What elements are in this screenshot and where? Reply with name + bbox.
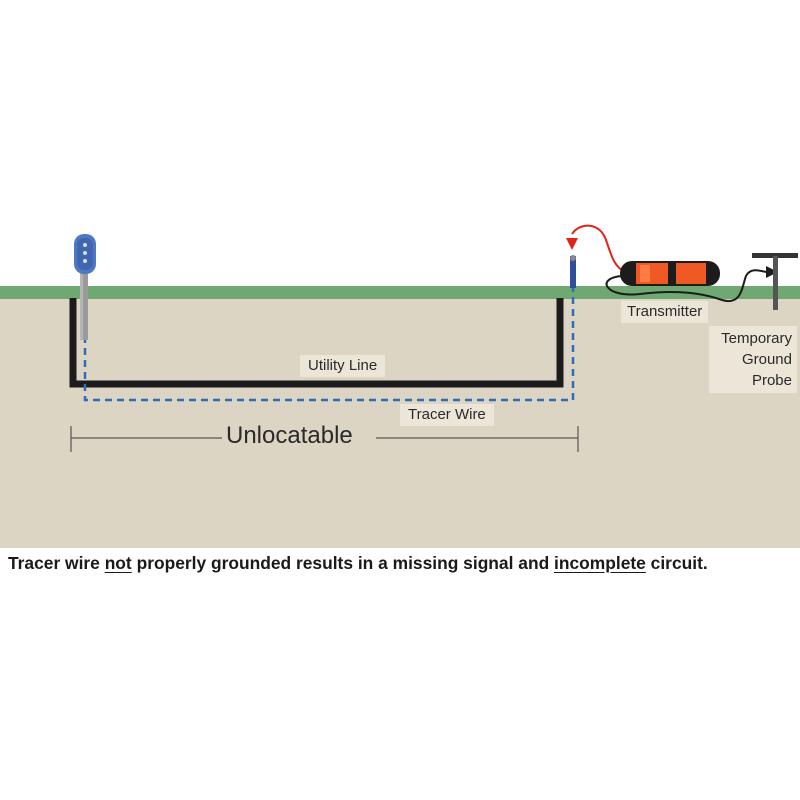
- unlocatable-label: Unlocatable: [226, 422, 353, 449]
- caption: Tracer wire not properly grounded result…: [8, 552, 798, 574]
- signal-lead: [571, 224, 627, 273]
- utility-line-label: Utility Line: [300, 355, 386, 377]
- tracer-terminal: [570, 255, 576, 288]
- caption-part-3: circuit.: [645, 553, 708, 573]
- caption-emphasis-incomplete: incomplete: [554, 553, 646, 573]
- ground-lead: [605, 269, 767, 303]
- ground-probe-label: Temporary Ground Probe: [709, 326, 797, 393]
- t-handle-ground-probe-icon: [752, 253, 798, 310]
- caption-part-1: Tracer wire: [8, 553, 105, 573]
- red-arrow-clip-icon: [566, 238, 578, 250]
- tracer-wire-label: Tracer Wire: [400, 404, 494, 426]
- transmitter-label: Transmitter: [621, 301, 709, 323]
- caption-part-2: properly grounded results in a missing s…: [131, 553, 555, 573]
- caption-emphasis-not: not: [104, 553, 132, 573]
- unlocatable-dimension: [70, 426, 579, 452]
- grass-strip: [0, 286, 800, 299]
- utility-line: [69, 298, 564, 388]
- transmitter-device-icon: [620, 261, 720, 286]
- test-station-post-icon: [74, 234, 96, 340]
- ground-clip-arrow: [766, 266, 778, 278]
